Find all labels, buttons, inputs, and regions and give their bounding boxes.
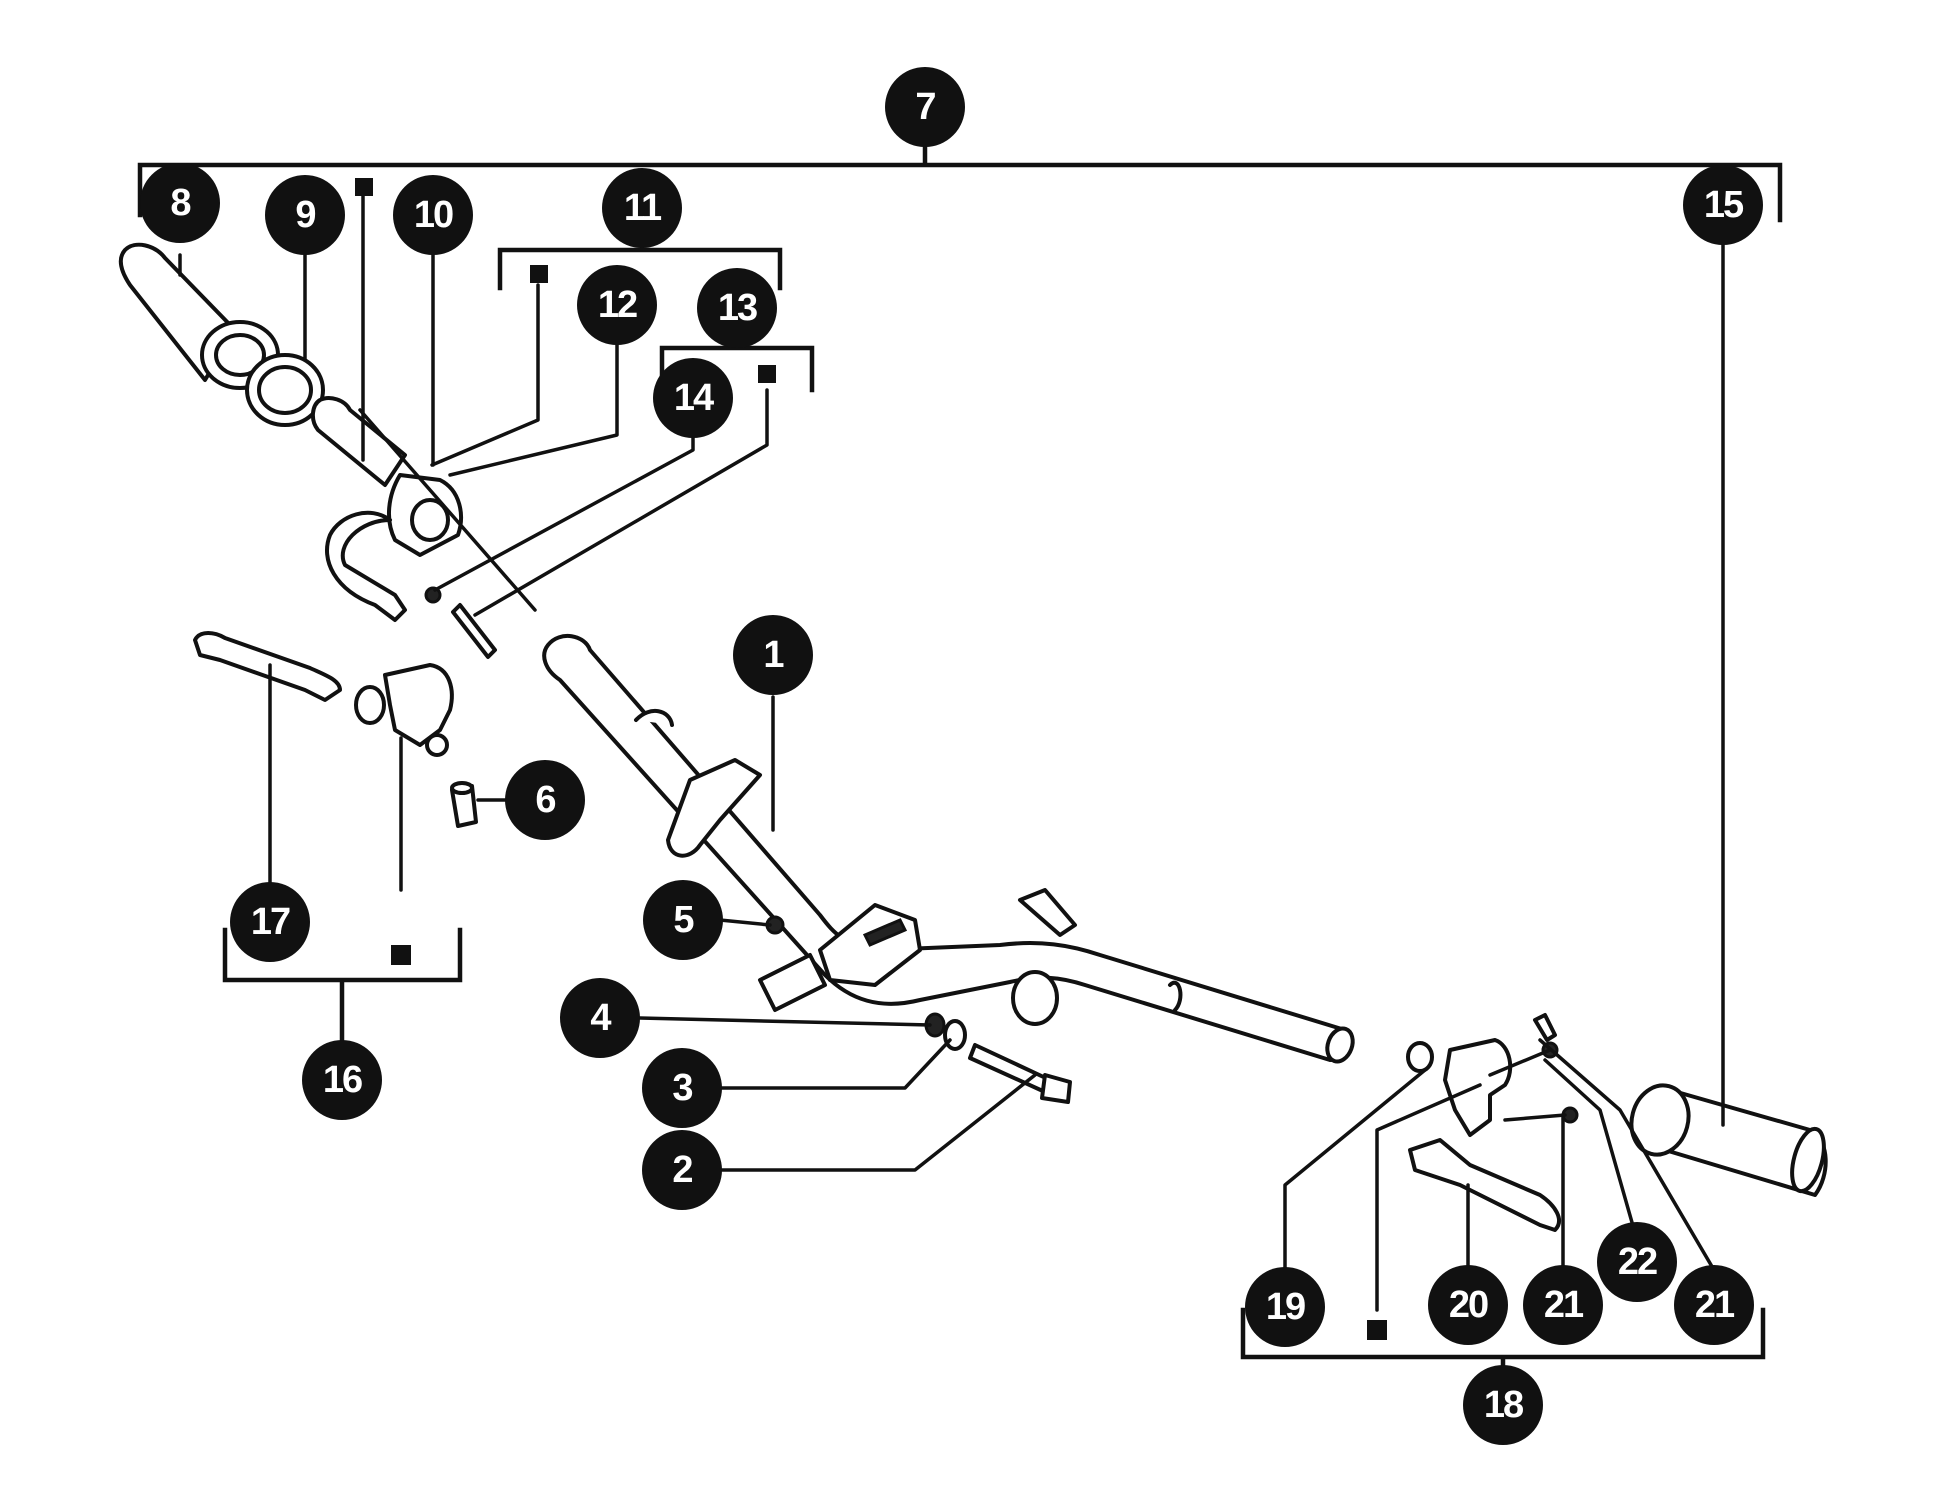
callout-10: 10: [393, 175, 473, 255]
throttle-cable: [325, 510, 407, 622]
callout-label: 9: [295, 194, 315, 236]
callout-label: 8: [170, 182, 190, 224]
marker-square: [391, 945, 411, 965]
callout-14: 14: [653, 358, 733, 438]
callout-21-left: 21: [1523, 1265, 1603, 1345]
callout-12: 12: [577, 265, 657, 345]
callout-label: 1: [763, 634, 784, 676]
throttle-sleeve: [311, 396, 407, 487]
handlebar-tube: [542, 634, 1355, 1064]
callout-label: 17: [251, 901, 290, 943]
callout-21-right: 21: [1674, 1265, 1754, 1345]
callout-7: 7: [885, 67, 965, 147]
callout-19: 19: [1245, 1267, 1325, 1347]
handlebar-clamp: [758, 903, 922, 1012]
marker-square: [1367, 1320, 1387, 1340]
callout-label: 11: [624, 187, 662, 229]
washer-3: [943, 1019, 967, 1051]
callout-22: 22: [1597, 1222, 1677, 1302]
callout-label: 22: [1618, 1241, 1657, 1283]
pin-6: [450, 781, 478, 828]
reference-markers: [355, 178, 1387, 1340]
callout-label: 19: [1266, 1286, 1305, 1328]
callout-6: 6: [505, 760, 585, 840]
callout-label: 4: [590, 997, 611, 1039]
callout-5: 5: [643, 880, 723, 960]
callout-4: 4: [560, 978, 640, 1058]
callout-label: 16: [323, 1059, 362, 1101]
callout-label: 13: [718, 287, 757, 329]
callout-label: 5: [673, 899, 694, 941]
left-lever-holder: [354, 663, 454, 757]
callout-13: 13: [697, 268, 777, 348]
callout-1: 1: [733, 615, 813, 695]
marker-square: [530, 265, 548, 283]
callout-17: 17: [230, 882, 310, 962]
clamp-bolt: [968, 1043, 1072, 1104]
callout-label: 15: [1704, 184, 1744, 226]
callout-2: 2: [642, 1130, 722, 1210]
callout-18: 18: [1463, 1365, 1543, 1445]
callout-9: 9: [265, 175, 345, 255]
gasket-9: [245, 353, 325, 427]
callout-label: 14: [674, 377, 714, 419]
callout-label: 2: [672, 1149, 692, 1191]
assembly-bracket-16: [222, 927, 463, 1043]
right-lever: [1408, 1138, 1561, 1232]
callout-label: 6: [535, 779, 555, 821]
callout-label: 21: [1544, 1284, 1584, 1326]
callout-label: 20: [1449, 1284, 1488, 1326]
screw-14: [451, 603, 497, 659]
left-lever: [193, 631, 342, 702]
callout-label: 10: [414, 194, 453, 236]
callout-label: 18: [1484, 1384, 1523, 1426]
callout-label: 7: [915, 86, 935, 128]
callout-20: 20: [1428, 1265, 1508, 1345]
right-lever-holder: [1406, 1038, 1513, 1137]
nut-12: [424, 586, 442, 604]
callout-3: 3: [642, 1048, 722, 1128]
marker-square: [355, 178, 373, 196]
callout-11: 11: [602, 168, 682, 248]
callout-label: 12: [598, 284, 637, 326]
assembly-bracket-7: [137, 127, 1783, 223]
assembly-bracket-11: [497, 229, 783, 291]
leader-lines: [178, 193, 1725, 1312]
callout-label: 21: [1695, 1284, 1735, 1326]
marker-square: [758, 365, 776, 383]
callout-label: 3: [672, 1067, 692, 1109]
callout-8: 8: [140, 163, 220, 243]
callout-16: 16: [302, 1040, 382, 1120]
right-grip: [1629, 1083, 1828, 1197]
callout-15: 15: [1683, 165, 1763, 245]
throttle-housing: [387, 473, 463, 557]
